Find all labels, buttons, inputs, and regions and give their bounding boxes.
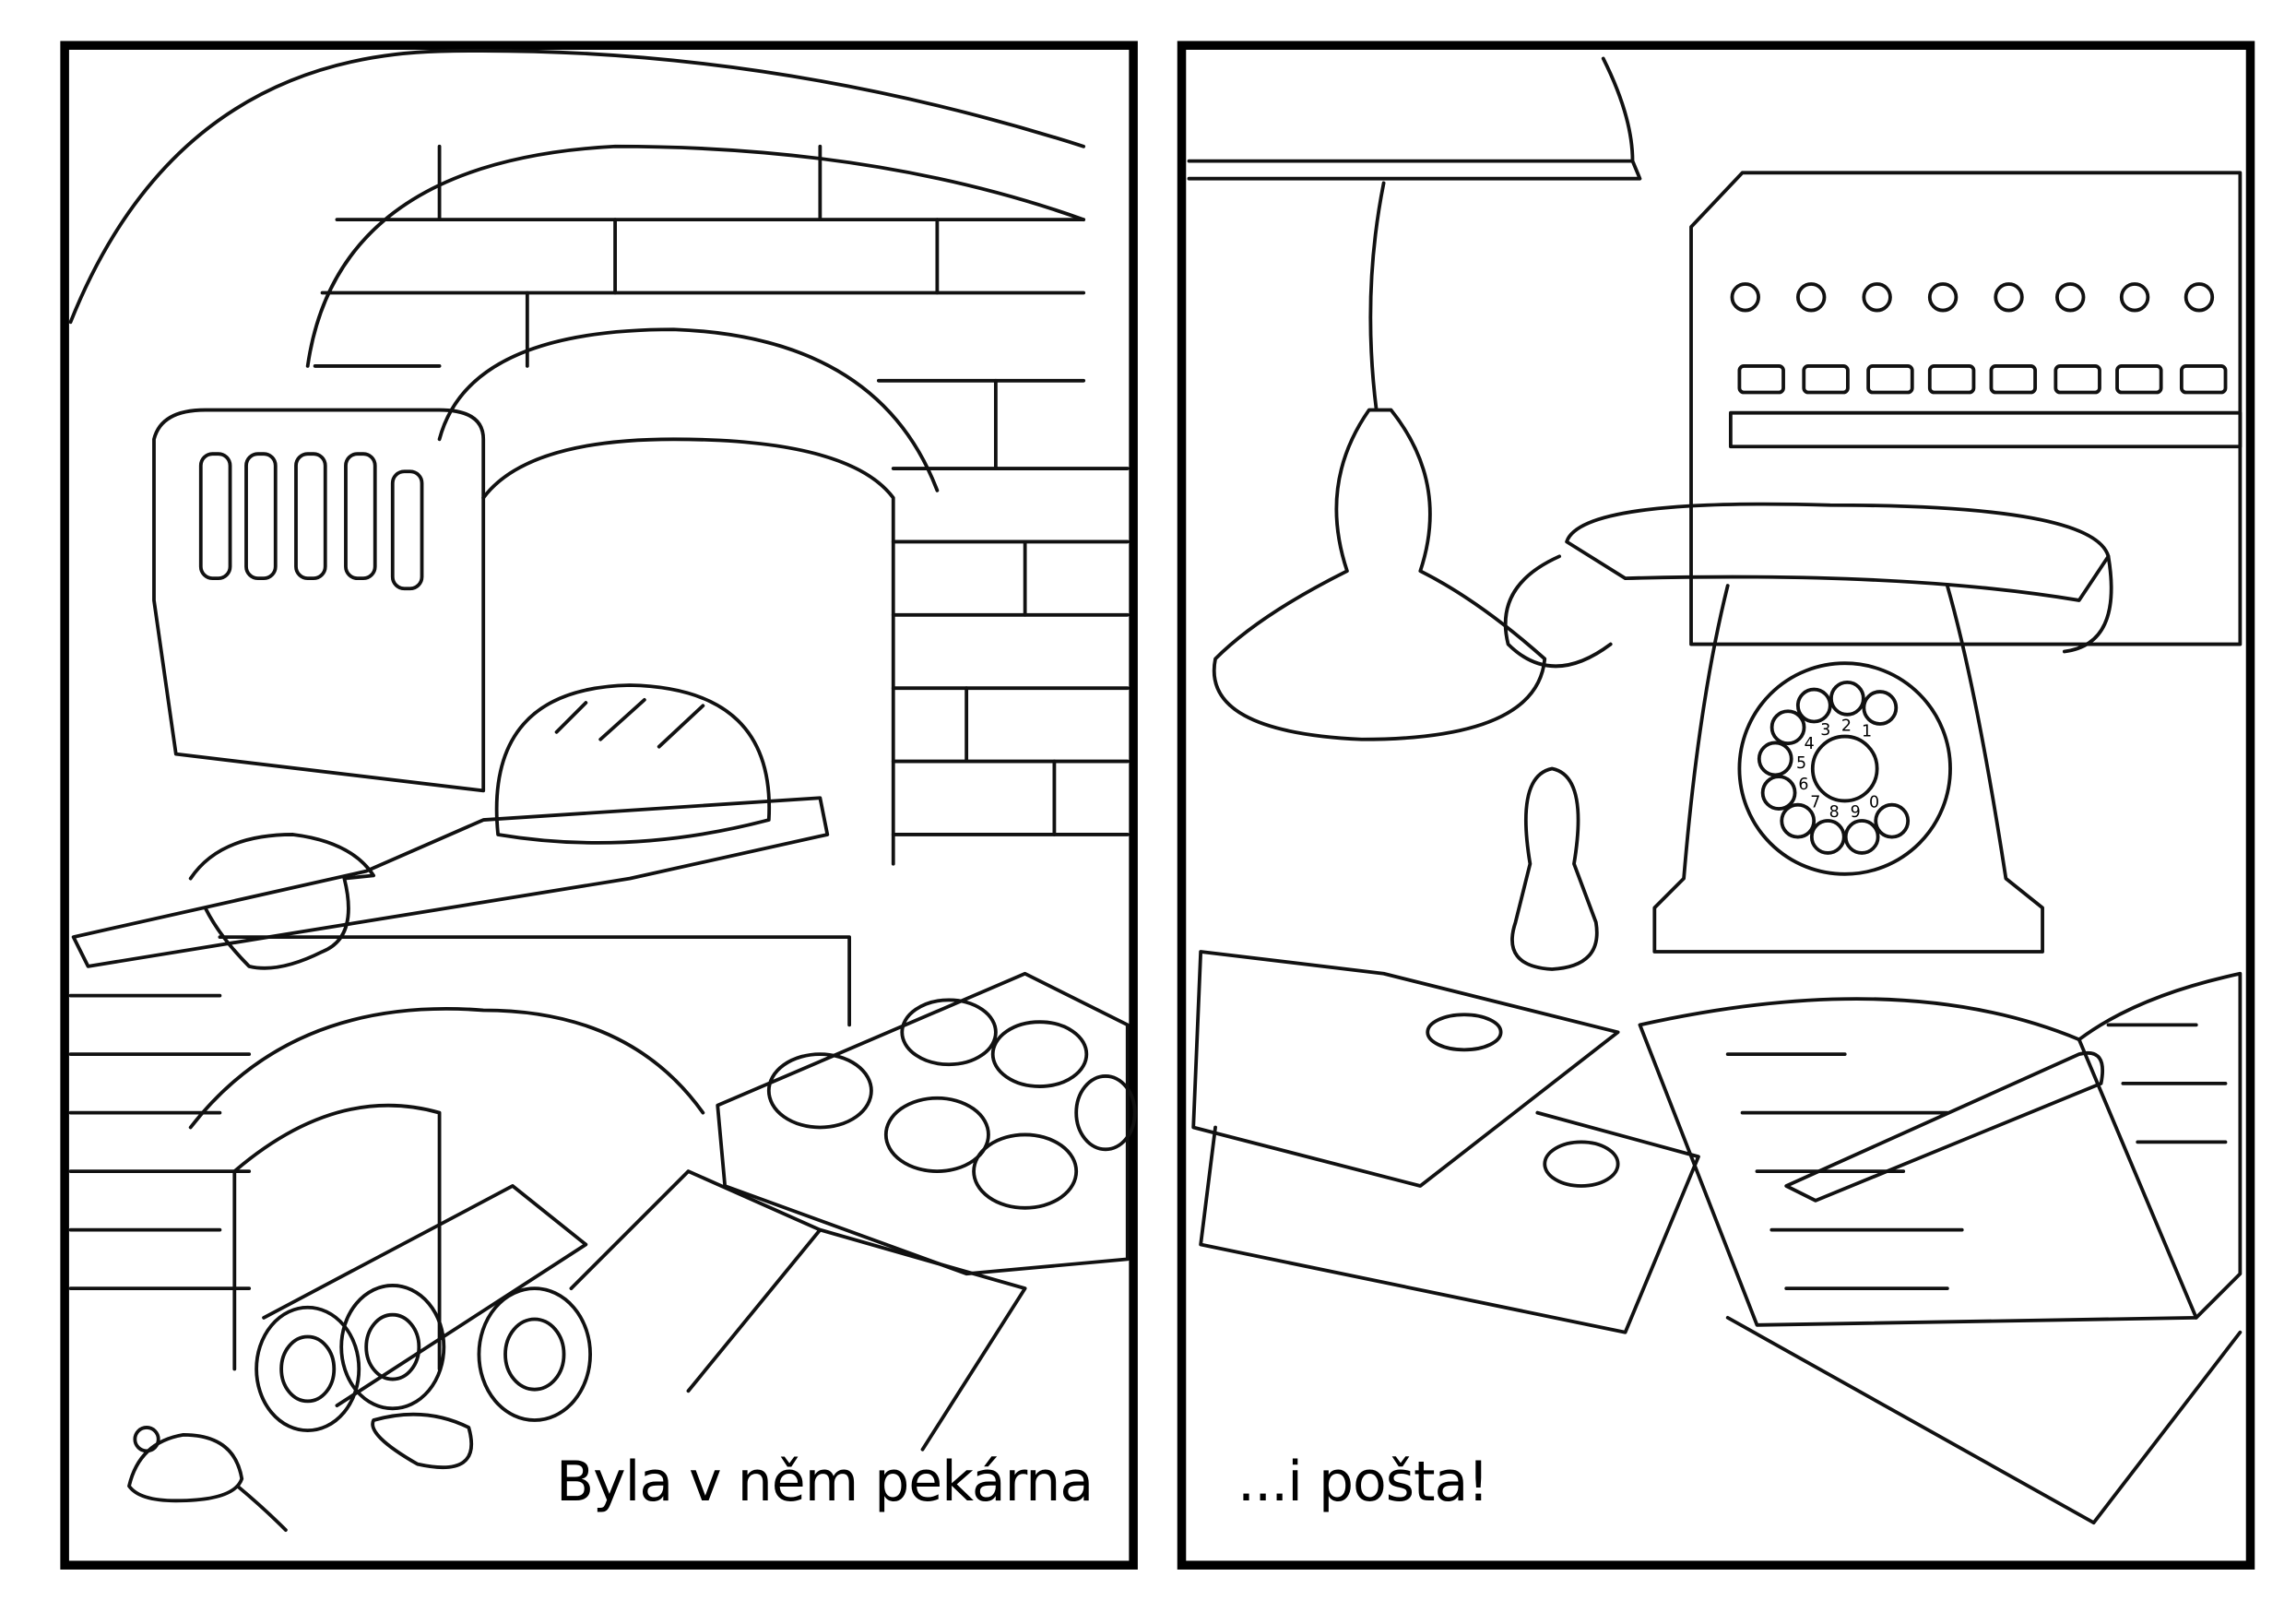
dial-hole bbox=[1829, 680, 1865, 717]
open-ledger-book bbox=[1638, 971, 2243, 1327]
desk-lamp bbox=[1187, 56, 1642, 741]
rubber-stamp bbox=[1510, 766, 1599, 971]
firewood-logs bbox=[254, 1169, 1027, 1469]
dial-hole bbox=[1760, 775, 1797, 811]
dial-hole bbox=[1769, 709, 1806, 746]
rotary-telephone bbox=[1503, 502, 2113, 954]
lower-hearth bbox=[68, 935, 852, 1371]
dial-hole bbox=[1809, 819, 1846, 855]
dial-digit: 8 bbox=[1829, 803, 1840, 822]
brick-wall bbox=[313, 144, 1130, 836]
postcards bbox=[1191, 950, 2243, 1525]
dial-digit: 9 bbox=[1851, 803, 1861, 822]
dial-digit: 3 bbox=[1820, 721, 1830, 740]
bread-peel bbox=[71, 796, 830, 968]
oven-dome bbox=[68, 49, 1086, 368]
dial-digit: 1 bbox=[1862, 723, 1872, 741]
dial-digit: 7 bbox=[1810, 793, 1820, 812]
bread-loaf bbox=[494, 683, 772, 845]
left-panel-frame bbox=[60, 41, 1138, 1570]
dial-hole bbox=[1874, 802, 1911, 839]
dial-hole bbox=[1780, 802, 1817, 839]
bakery-panel bbox=[60, 41, 1138, 1570]
dial-digit: 4 bbox=[1805, 735, 1815, 753]
mouse bbox=[127, 1426, 288, 1532]
oven-arch bbox=[437, 327, 940, 866]
dial-hole bbox=[1757, 741, 1793, 777]
baker-hand bbox=[188, 833, 376, 970]
dial-hole bbox=[1843, 819, 1880, 855]
dial-digit: 6 bbox=[1798, 776, 1808, 794]
dial-hole bbox=[1862, 690, 1899, 726]
post-office-panel bbox=[1177, 41, 2255, 1570]
dial-digit: 0 bbox=[1869, 793, 1879, 812]
dial-digit: 5 bbox=[1796, 754, 1806, 773]
dial-digit: 2 bbox=[1841, 717, 1852, 735]
oven-door bbox=[152, 408, 486, 793]
caption-bakery: Byla v něm pekárna bbox=[556, 1450, 1094, 1514]
switchboard bbox=[1689, 171, 2243, 646]
caption-post-office: ...i pošta! bbox=[1237, 1450, 1489, 1514]
right-panel-frame bbox=[1177, 41, 2255, 1570]
baking-tray bbox=[716, 971, 1137, 1276]
dial-hole bbox=[1795, 687, 1832, 724]
